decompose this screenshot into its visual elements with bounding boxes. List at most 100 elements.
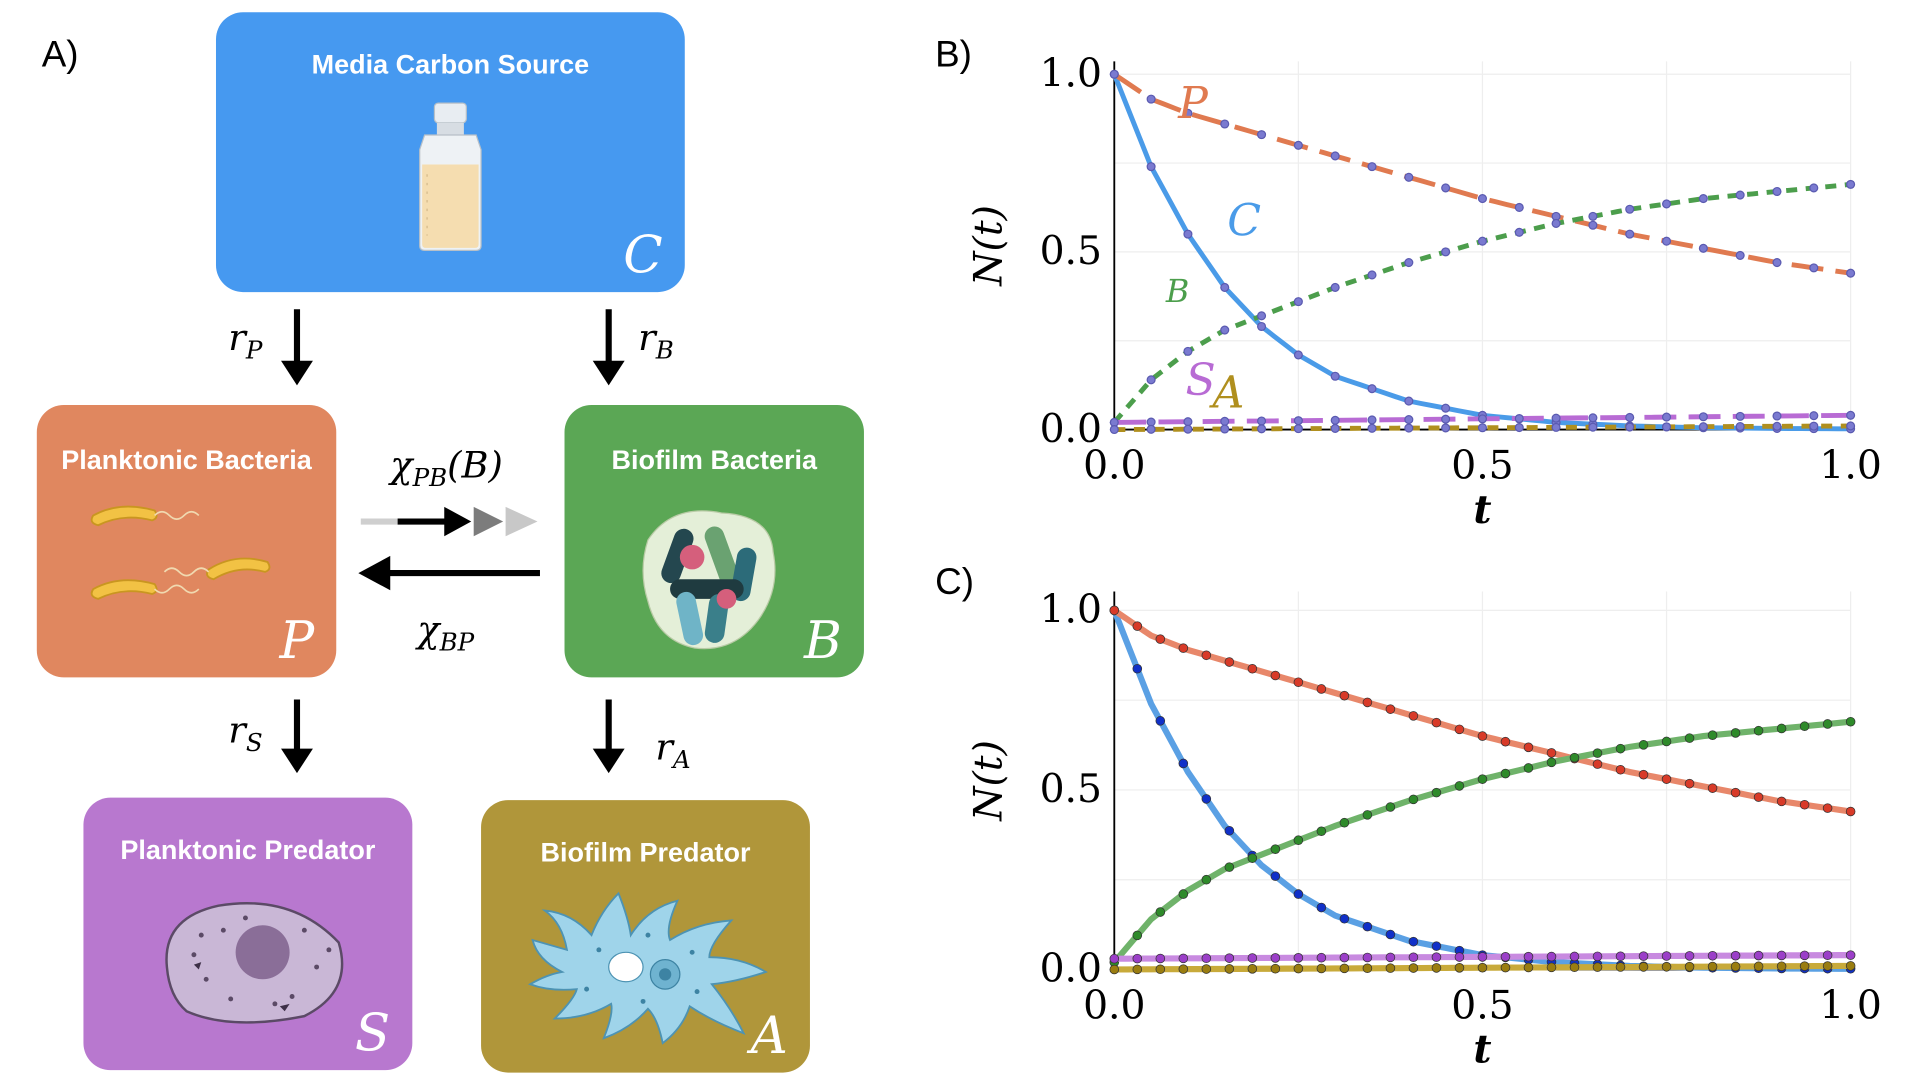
data-point [1146, 424, 1156, 434]
data-point [1569, 752, 1580, 763]
data-point [1684, 778, 1695, 789]
x-tick-label: 0.5 [1451, 984, 1513, 1029]
data-point [1257, 311, 1267, 321]
data-point [1367, 415, 1377, 425]
data-point [1431, 952, 1442, 962]
data-point [1247, 953, 1258, 963]
data-point [1178, 758, 1189, 769]
data-point [1588, 413, 1598, 423]
data-point [1625, 229, 1635, 239]
data-point [1220, 416, 1230, 426]
data-point [1183, 424, 1193, 434]
arrow-carbon-to-biofilm [592, 309, 625, 386]
data-point [1293, 140, 1303, 150]
data-point [1454, 963, 1465, 973]
bio-predator-letter: A [750, 1005, 788, 1066]
data-point [1404, 423, 1414, 433]
data-point [1684, 733, 1695, 743]
data-point [1730, 728, 1741, 738]
data-point [1404, 172, 1414, 182]
data-point [1615, 743, 1626, 754]
data-point [1330, 151, 1340, 161]
series-label-P: P [1177, 78, 1209, 129]
data-point [1201, 953, 1212, 964]
data-point [1220, 424, 1230, 434]
data-point [1146, 375, 1156, 385]
bacteria-icon [90, 505, 271, 600]
data-point [1772, 421, 1782, 431]
y-axis-label: N(t) [966, 205, 1011, 287]
data-point [1441, 183, 1451, 193]
data-point [1809, 421, 1819, 431]
data-point [1845, 806, 1856, 817]
data-point [1546, 951, 1557, 962]
y-tick-label: 0.0 [1040, 407, 1102, 452]
data-point [1772, 411, 1782, 421]
y-tick-label: 1.0 [1040, 52, 1102, 97]
x-tick-label: 0.5 [1451, 444, 1513, 489]
data-point [1178, 643, 1189, 653]
panel-label-c: C) [935, 562, 974, 603]
arrow-planktonic-to-predator [281, 699, 313, 774]
data-point [1367, 384, 1377, 394]
data-point [1316, 902, 1327, 913]
data-point [1588, 220, 1598, 230]
data-point [1822, 803, 1833, 813]
data-point [1799, 721, 1810, 731]
data-point [1846, 179, 1856, 189]
data-point [1408, 711, 1419, 721]
data-point [1661, 236, 1672, 246]
data-point [1224, 862, 1235, 872]
biofilm-bacteria-title: Biofilm Bacteria [611, 444, 818, 475]
data-point [1367, 423, 1377, 433]
data-point [1753, 725, 1764, 736]
data-point [1109, 69, 1119, 79]
data-point [1132, 663, 1143, 674]
biofilm-letter: B [803, 609, 842, 671]
data-point [1625, 412, 1635, 422]
data-point [1772, 186, 1782, 197]
data-point [1753, 950, 1764, 961]
data-point [1247, 663, 1258, 674]
arrow-biofilm-to-predator [592, 699, 625, 774]
data-point [1293, 963, 1304, 974]
panel-label-a: A) [41, 34, 79, 75]
data-point [1367, 162, 1377, 172]
data-point [1735, 190, 1745, 200]
data-point [1638, 769, 1649, 780]
data-point [1477, 952, 1488, 962]
data-point [1799, 799, 1810, 810]
x-tick-label: 1.0 [1819, 984, 1881, 1029]
panel-label-b: B) [935, 34, 972, 75]
data-point [1316, 826, 1327, 837]
y-tick-label: 0.5 [1040, 229, 1102, 274]
data-point [1615, 951, 1626, 962]
data-point [1809, 411, 1819, 421]
rate-rS: rS [228, 709, 263, 758]
data-point [1109, 964, 1120, 975]
rate-chiBP: χBP [417, 608, 475, 657]
data-point [1146, 94, 1156, 104]
data-point [1500, 952, 1511, 962]
data-point [1500, 768, 1511, 779]
data-point [1109, 424, 1119, 435]
data-point [1661, 951, 1672, 961]
rate-rA: rA [655, 726, 691, 775]
data-point [1408, 963, 1419, 973]
data-point [1441, 247, 1451, 257]
data-point [1385, 929, 1396, 940]
plank-predator-letter: S [354, 1002, 391, 1063]
data-point [1846, 421, 1856, 431]
data-point [1224, 657, 1235, 667]
data-point [1592, 748, 1603, 758]
data-point [1707, 730, 1718, 740]
carbon-source-title: Media Carbon Source [311, 49, 590, 80]
data-point [1845, 961, 1856, 971]
data-point [1661, 736, 1672, 747]
data-point [1661, 412, 1672, 422]
data-point [1799, 961, 1810, 971]
data-point [1362, 921, 1373, 932]
data-point [1730, 787, 1741, 798]
series-line-P [1112, 72, 1851, 276]
